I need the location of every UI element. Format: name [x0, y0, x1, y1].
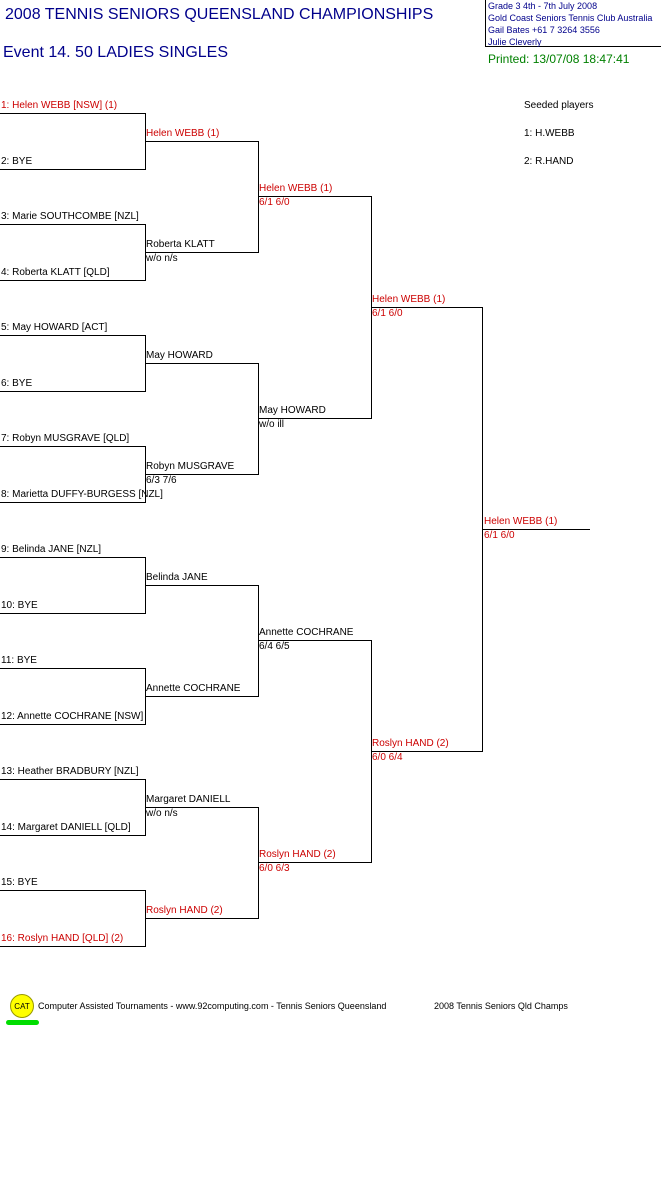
footer-event-name: 2008 Tennis Seniors Qld Champs [434, 1001, 568, 1011]
player-name-r1-10: 10: BYE [1, 600, 38, 611]
player-name-r1-2: 2: BYE [1, 156, 33, 167]
player-name-r1-3: 3: Marie SOUTHCOMBE [NZL] [1, 211, 139, 222]
player-name-r4-1: Helen WEBB (1) [372, 294, 446, 305]
draw-line-r1-15 [0, 890, 145, 891]
draw-line-r4-1 [371, 307, 482, 308]
player-name-r1-15: 15: BYE [1, 877, 38, 888]
draw-line-r2-3 [145, 363, 258, 364]
draw-line-r1-2 [0, 169, 145, 170]
match-score-r3-2: w/o ill [259, 419, 285, 430]
page-title: 2008 TENNIS SENIORS QUEENSLAND CHAMPIONS… [5, 6, 434, 23]
player-name-r1-14: 14: Margaret DANIELL [QLD] [1, 822, 131, 833]
draw-line-r2-1 [145, 141, 258, 142]
cat-logo-underline [6, 1020, 39, 1025]
draw-line-r3-2 [258, 418, 371, 419]
info-referee: Julie Cleverly [488, 37, 542, 47]
player-name-r1-7: 7: Robyn MUSGRAVE [QLD] [1, 433, 130, 444]
draw-line-r1-1 [0, 113, 145, 114]
draw-line-r1-12 [0, 724, 145, 725]
player-name-r2-3: May HOWARD [146, 350, 213, 361]
player-name-r1-6: 6: BYE [1, 378, 33, 389]
match-score-r3-3: 6/4 6/5 [259, 641, 290, 652]
player-name-r1-16: 16: Roslyn HAND [QLD] (2) [1, 933, 124, 944]
draw-line-r1-4 [0, 280, 145, 281]
info-grade: Grade 3 4th - 7th July 2008 [488, 1, 598, 11]
draw-line-r1-3 [0, 224, 145, 225]
player-name-r2-4: Robyn MUSGRAVE [146, 461, 235, 472]
match-score-r2-2: w/o n/s [146, 253, 178, 264]
draw-line-r2-2 [145, 252, 258, 253]
player-name-r1-1: 1: Helen WEBB [NSW] (1) [1, 100, 118, 111]
draw-connector-r2-4 [258, 807, 259, 919]
draw-line-r1-9 [0, 557, 145, 558]
info-box-border-bottom [485, 46, 661, 47]
draw-connector-r2-1 [258, 141, 259, 253]
draw-line-r1-8 [0, 502, 145, 503]
draw-line-r1-6 [0, 391, 145, 392]
seed-2: 2: R.HAND [524, 156, 574, 167]
draw-line-r2-6 [145, 696, 258, 697]
seed-1: 1: H.WEBB [524, 128, 575, 139]
draw-line-r2-8 [145, 918, 258, 919]
player-name-r1-8: 8: Marietta DUFFY-BURGESS [NZL] [1, 489, 163, 500]
draw-line-r2-4 [145, 474, 258, 475]
player-name-r4-2: Roslyn HAND (2) [372, 738, 449, 749]
draw-line-r2-5 [145, 585, 258, 586]
info-box-border [485, 0, 486, 47]
match-score-r2-4: 6/3 7/6 [146, 475, 177, 486]
player-name-r2-7: Margaret DANIELL [146, 794, 231, 805]
draw-line-r1-10 [0, 613, 145, 614]
player-name-r2-2: Roberta KLATT [146, 239, 215, 250]
match-score-r3-4: 6/0 6/3 [259, 863, 290, 874]
info-contact: Gail Bates +61 7 3264 3556 [488, 25, 600, 35]
draw-line-r2-7 [145, 807, 258, 808]
player-name-r2-6: Annette COCHRANE [146, 683, 241, 694]
draw-line-r1-5 [0, 335, 145, 336]
player-name-r3-4: Roslyn HAND (2) [259, 849, 336, 860]
draw-line-r1-14 [0, 835, 145, 836]
draw-connector-r2-3 [258, 585, 259, 697]
champion-score: 6/1 6/0 [484, 530, 515, 541]
player-name-r1-5: 5: May HOWARD [ACT] [1, 322, 108, 333]
cat-logo: CAT [10, 994, 34, 1018]
event-title: Event 14. 50 LADIES SINGLES [3, 44, 229, 61]
draw-line-r3-3 [258, 640, 371, 641]
draw-line-final [482, 529, 590, 530]
player-name-r1-12: 12: Annette COCHRANE [NSW] [1, 711, 144, 722]
player-name-r1-11: 11: BYE [1, 655, 37, 666]
match-score-r3-1: 6/1 6/0 [259, 197, 290, 208]
draw-line-r1-16 [0, 946, 145, 947]
draw-line-r1-11 [0, 668, 145, 669]
draw-line-r1-7 [0, 446, 145, 447]
draw-line-r3-1 [258, 196, 371, 197]
player-name-r2-5: Belinda JANE [146, 572, 208, 583]
player-name-r3-3: Annette COCHRANE [259, 627, 354, 638]
match-score-r4-1: 6/1 6/0 [372, 308, 403, 319]
player-name-r2-8: Roslyn HAND (2) [146, 905, 223, 916]
draw-line-r4-2 [371, 751, 482, 752]
footer-credit: Computer Assisted Tournaments - www.92co… [38, 1001, 387, 1011]
printed-timestamp: Printed: 13/07/08 18:47:41 [488, 52, 630, 66]
player-name-r3-2: May HOWARD [259, 405, 326, 416]
player-name-r3-1: Helen WEBB (1) [259, 183, 333, 194]
match-score-r4-2: 6/0 6/4 [372, 752, 403, 763]
seeds-heading: Seeded players [524, 100, 594, 111]
player-name-r1-9: 9: Belinda JANE [NZL] [1, 544, 102, 555]
draw-line-r3-4 [258, 862, 371, 863]
info-club: Gold Coast Seniors Tennis Club Australia [488, 13, 653, 23]
player-name-r1-4: 4: Roberta KLATT [QLD] [1, 267, 110, 278]
player-name-r1-13: 13: Heather BRADBURY [NZL] [1, 766, 139, 777]
match-score-r2-7: w/o n/s [146, 808, 178, 819]
draw-connector-r2-2 [258, 363, 259, 475]
player-name-r2-1: Helen WEBB (1) [146, 128, 220, 139]
draw-line-r1-13 [0, 779, 145, 780]
champion-name: Helen WEBB (1) [484, 516, 558, 527]
